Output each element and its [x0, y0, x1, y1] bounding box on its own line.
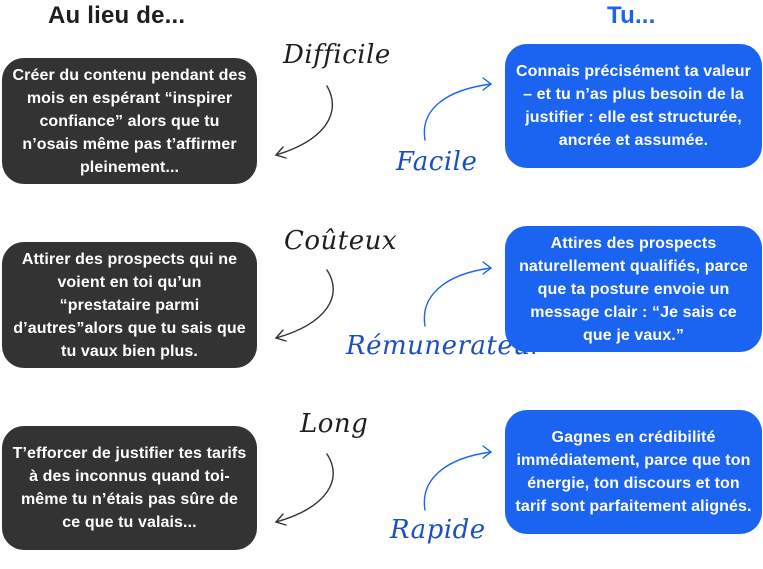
- curved-arrow-left-3: [274, 453, 334, 526]
- negative-word-3: Long: [300, 409, 369, 439]
- you-card-2: Attires des prospects naturellement qual…: [505, 226, 762, 352]
- curved-arrow-right-3: [423, 445, 493, 511]
- curved-arrow-left-1: [274, 85, 333, 159]
- negative-word-2: Coûteux: [284, 226, 398, 256]
- curved-arrow-left-2: [274, 269, 334, 342]
- curved-arrow-right-2: [423, 261, 493, 327]
- instead-card-2: Attirer des prospects qui ne voient en t…: [2, 242, 257, 368]
- negative-word-1: Difficile: [283, 40, 391, 70]
- header-you: Tu...: [607, 2, 656, 29]
- positive-word-1: Facile: [396, 147, 478, 177]
- instead-card-1: Créer du contenu pendant des mois en esp…: [2, 58, 257, 184]
- curved-arrow-right-1: [423, 77, 493, 141]
- instead-card-3: T’efforcer de justifier tes tarifs à des…: [2, 426, 257, 550]
- you-card-1: Connais précisément ta valeur – et tu n’…: [505, 44, 762, 168]
- header-instead: Au lieu de...: [48, 2, 186, 29]
- positive-word-3: Rapide: [390, 515, 486, 545]
- you-card-3: Gagnes en crédibilité immédiatement, par…: [505, 410, 762, 534]
